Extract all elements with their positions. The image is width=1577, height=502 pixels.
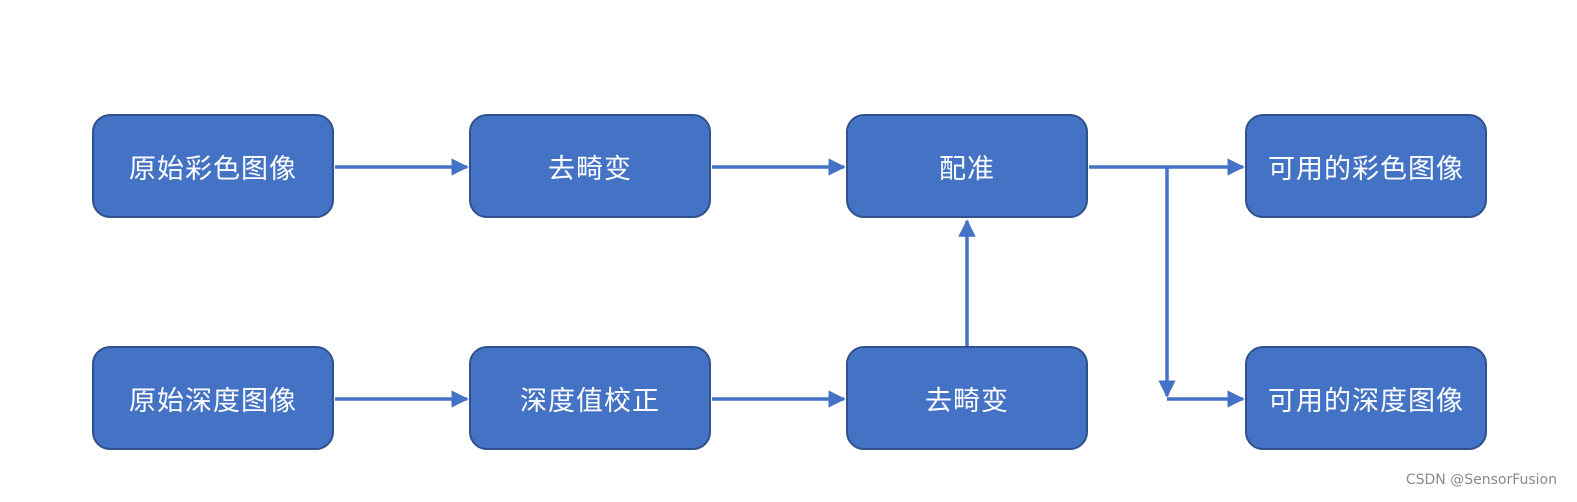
node-label: 原始深度图像 (129, 385, 297, 417)
node-label: 原始彩色图像 (129, 153, 297, 185)
node-depth-correction: 深度值校正 (469, 346, 711, 450)
node-label: 去畸变 (548, 153, 632, 185)
node-undistort-depth: 去畸变 (846, 346, 1088, 450)
node-raw-color-image: 原始彩色图像 (92, 114, 334, 218)
node-registration: 配准 (846, 114, 1088, 218)
node-label: 可用的深度图像 (1268, 385, 1464, 417)
node-label: 去畸变 (925, 385, 1009, 417)
node-label: 可用的彩色图像 (1268, 153, 1464, 185)
node-label: 配准 (939, 153, 995, 185)
node-usable-depth-image: 可用的深度图像 (1245, 346, 1487, 450)
watermark: CSDN @SensorFusion (1405, 472, 1557, 488)
node-usable-color-image: 可用的彩色图像 (1245, 114, 1487, 218)
node-raw-depth-image: 原始深度图像 (92, 346, 334, 450)
node-undistort-color: 去畸变 (469, 114, 711, 218)
node-label: 深度值校正 (520, 385, 660, 417)
